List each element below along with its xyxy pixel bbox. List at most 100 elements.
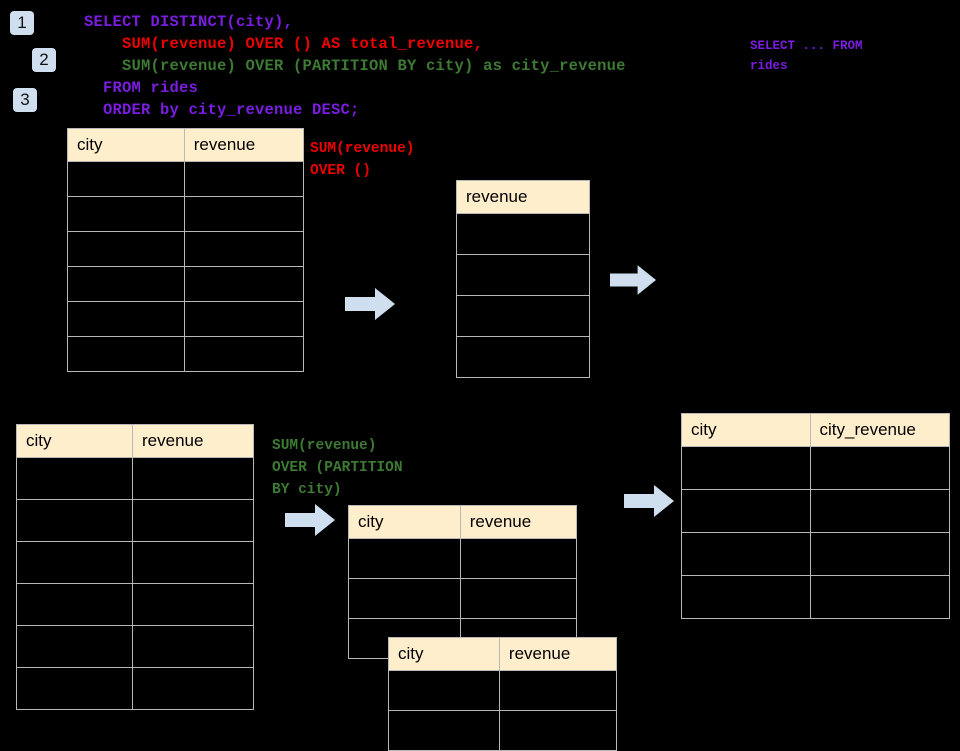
table-header-row: city revenue xyxy=(16,424,254,458)
cell-revenue xyxy=(132,667,254,710)
sql-line-order-by: ORDER by city_revenue DESC; xyxy=(84,101,360,119)
table-row xyxy=(681,446,950,490)
total-revenue-table: revenue xyxy=(456,180,590,378)
column-header-revenue: revenue xyxy=(132,424,254,458)
cell-city xyxy=(681,489,811,533)
partition-group-a-table: city revenue xyxy=(348,505,578,659)
cell-revenue xyxy=(456,336,590,378)
cell-revenue xyxy=(183,301,305,337)
diagram-canvas: 1 2 3 SELECT DISTINCT(city), SUM(revenue… xyxy=(10,11,950,751)
cell-city xyxy=(67,266,185,302)
partition-source-table: city revenue xyxy=(16,424,254,710)
cell-revenue xyxy=(459,578,578,619)
cell-revenue xyxy=(183,231,305,267)
column-header-city: city xyxy=(16,424,133,458)
cell-revenue xyxy=(183,266,305,302)
column-header-revenue: revenue xyxy=(498,637,618,671)
cell-city xyxy=(16,667,133,710)
cell-city xyxy=(67,301,185,337)
table-row xyxy=(681,489,950,533)
cell-city xyxy=(16,625,133,668)
sql-line-sum-over-empty: SUM(revenue) OVER () AS total_revenue, xyxy=(84,35,484,53)
table-row xyxy=(348,538,578,579)
step-badge-1: 1 xyxy=(10,11,34,35)
column-header-city: city xyxy=(67,128,185,162)
table-row xyxy=(67,336,305,372)
cell-revenue xyxy=(498,670,618,711)
table-row xyxy=(388,710,618,751)
source-rides-table: city revenue xyxy=(67,128,305,372)
cell-revenue xyxy=(132,541,254,584)
cell-revenue xyxy=(459,538,578,579)
cell-revenue xyxy=(183,196,305,232)
column-header-revenue: revenue xyxy=(456,180,590,214)
table-row xyxy=(16,583,254,626)
table-row xyxy=(681,575,950,619)
table-row xyxy=(16,541,254,584)
cell-city xyxy=(348,538,461,579)
cell-revenue xyxy=(132,457,254,500)
cell-revenue xyxy=(498,710,618,751)
table-row xyxy=(456,213,590,255)
cell-city xyxy=(67,161,185,197)
table-row xyxy=(16,625,254,668)
annotation-sum-over-partition: SUM(revenue) OVER (PARTITION BY city) xyxy=(272,438,403,498)
cell-revenue xyxy=(132,583,254,626)
cell-revenue xyxy=(132,499,254,542)
table-row xyxy=(67,301,305,337)
cell-revenue xyxy=(456,295,590,337)
column-header-city: city xyxy=(348,505,461,539)
column-header-city: city xyxy=(681,413,811,447)
cell-city xyxy=(67,231,185,267)
table-row xyxy=(67,231,305,267)
result-city-revenue-table: city city_revenue xyxy=(681,413,950,619)
table-row xyxy=(456,295,590,337)
table-row xyxy=(456,336,590,378)
column-header-city: city xyxy=(388,637,500,671)
table-header-row: city revenue xyxy=(67,128,305,162)
table-header-row: city city_revenue xyxy=(681,413,950,447)
table-row xyxy=(67,161,305,197)
cell-revenue xyxy=(132,625,254,668)
cell-city xyxy=(67,336,185,372)
cell-city-revenue xyxy=(809,532,950,576)
table-header-row: city revenue xyxy=(388,637,618,671)
cell-city xyxy=(16,583,133,626)
table-header-row: city revenue xyxy=(348,505,578,539)
cell-city xyxy=(16,457,133,500)
sql-line-select-distinct: SELECT DISTINCT(city), xyxy=(84,13,294,31)
table-row xyxy=(16,499,254,542)
arrow-total-to-result xyxy=(610,265,656,295)
sql-line-sum-over-partition: SUM(revenue) OVER (PARTITION BY city) as… xyxy=(84,57,626,75)
table-row xyxy=(348,578,578,619)
arrow-partition-to-groups xyxy=(285,504,335,536)
sql-line-from-rides: FROM rides xyxy=(84,79,199,97)
arrow-groups-to-result xyxy=(624,485,674,517)
cell-revenue xyxy=(456,213,590,255)
cell-city-revenue xyxy=(809,575,950,619)
cell-city-revenue xyxy=(809,446,950,490)
table-row xyxy=(681,532,950,576)
cell-city xyxy=(388,710,500,751)
cell-revenue xyxy=(183,336,305,372)
table-header-row: revenue xyxy=(456,180,590,214)
cell-city xyxy=(681,532,811,576)
table-row xyxy=(67,266,305,302)
cell-city-revenue xyxy=(809,489,950,533)
step-badge-3: 3 xyxy=(13,88,37,112)
table-row xyxy=(388,670,618,711)
cell-revenue xyxy=(183,161,305,197)
table-row xyxy=(16,457,254,500)
cell-city xyxy=(681,575,811,619)
cell-city xyxy=(67,196,185,232)
column-header-revenue: revenue xyxy=(459,505,578,539)
arrow-source-to-total xyxy=(345,288,395,320)
table-row xyxy=(456,254,590,296)
partition-group-b-table: city revenue xyxy=(388,637,618,751)
cell-city xyxy=(348,578,461,619)
column-header-revenue: revenue xyxy=(183,128,305,162)
cell-city xyxy=(16,499,133,542)
cell-city xyxy=(681,446,811,490)
column-header-city-revenue: city_revenue xyxy=(809,413,950,447)
table-row xyxy=(67,196,305,232)
